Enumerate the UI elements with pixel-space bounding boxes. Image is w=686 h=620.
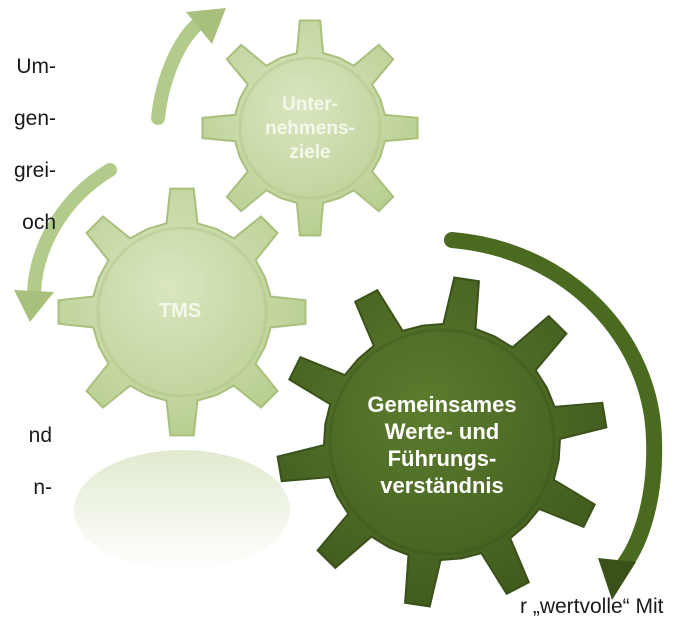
gear-label-line: Werte- und — [384, 419, 500, 444]
gear-werte-fuehrungsverstaendnis — [276, 276, 608, 608]
body-text-bottom-fragment: r „wertvolle“ Mit — [520, 595, 664, 618]
gear-hub-ring — [328, 328, 556, 556]
gear-label-line: verständnis — [380, 473, 504, 498]
arrow-to-ziele-icon — [151, 15, 207, 125]
gear-shape — [57, 187, 307, 437]
gear-unternehmensziele — [201, 19, 419, 237]
arrow-to-tms-icon — [27, 163, 117, 299]
gear-hub-ring — [238, 56, 382, 200]
gear-shape — [201, 19, 419, 237]
gear-label-tms: TMS — [130, 296, 230, 326]
body-text-middle-fragment: nd n- — [28, 424, 52, 499]
body-text-top-fragment: Um- gen- grei- och — [13, 55, 56, 234]
arrow-head-to-ziele-icon — [186, 8, 226, 44]
arrow-head-to-tms-icon — [14, 290, 54, 322]
arrow-head-around-werte-icon — [598, 558, 636, 600]
gear-label-line: nehmens- — [265, 118, 355, 139]
gear-label-line: Unter- — [282, 94, 338, 115]
gear-label-line: Gemeinsames — [367, 392, 517, 417]
gear-label-unternehmensziele: Unter- nehmens- ziele — [240, 84, 380, 174]
gear-label-line: ziele — [289, 142, 331, 163]
gear-label-line: Führungs- — [387, 446, 497, 471]
arrow-around-werte-icon — [444, 232, 663, 582]
gear-label-line: TMS — [158, 300, 202, 322]
gear-tms — [57, 187, 307, 437]
gear-shape — [276, 276, 608, 608]
gear-hub-ring — [96, 226, 268, 398]
gear-label-werte: Gemeinsames Werte- und Führungs- verstän… — [322, 380, 562, 510]
tms-reflection — [74, 450, 290, 570]
